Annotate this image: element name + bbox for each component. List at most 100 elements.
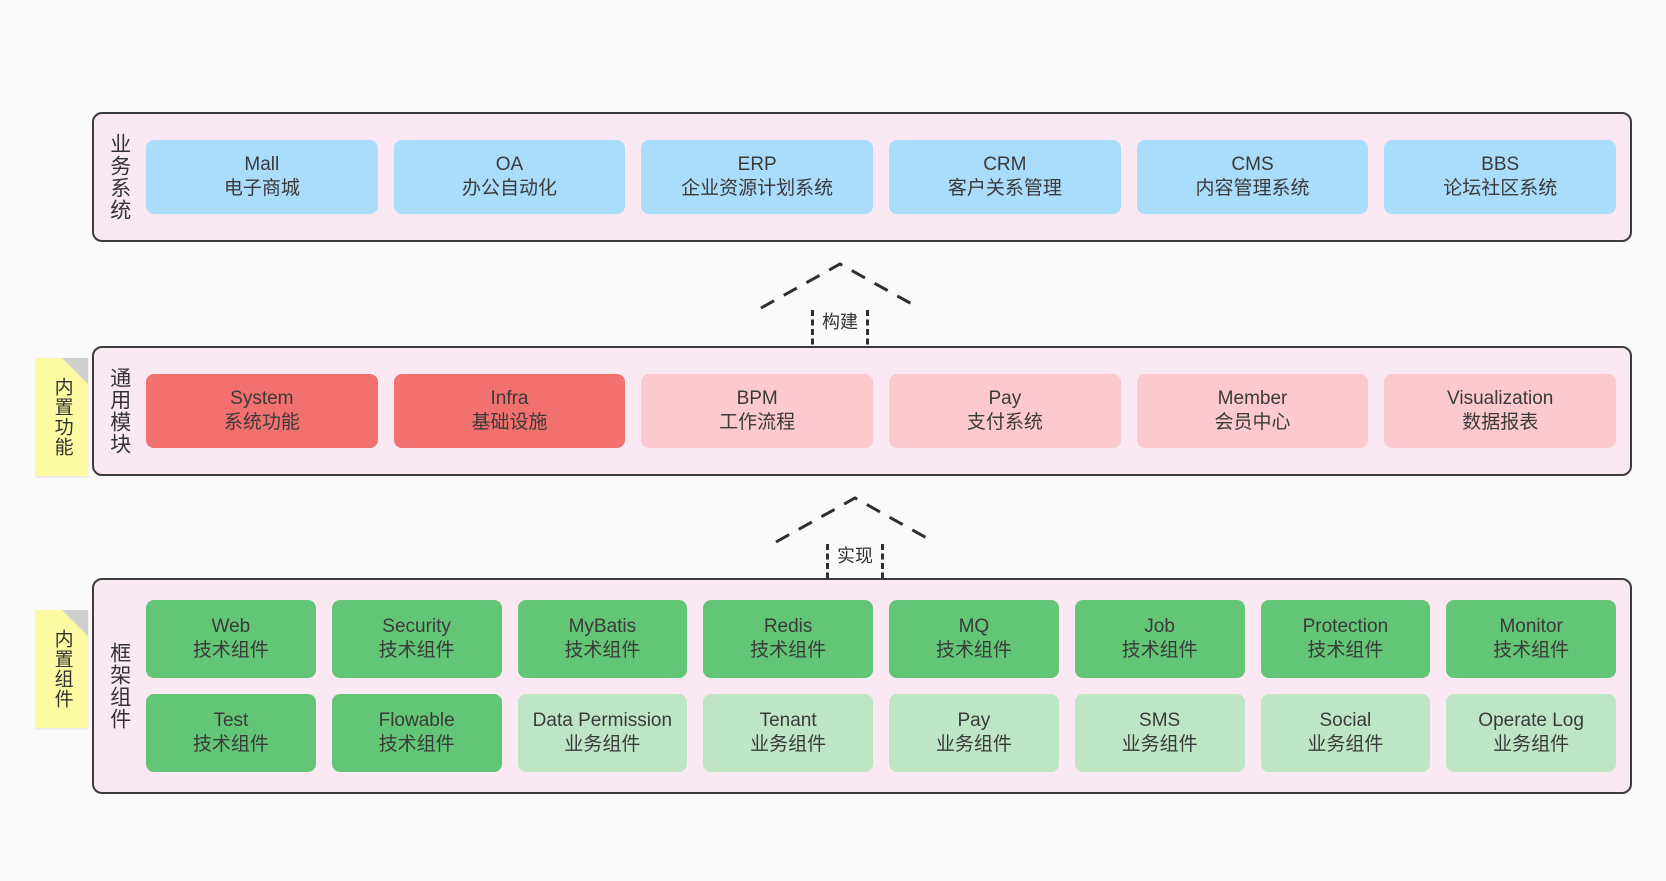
- node-subtitle: 企业资源计划系统: [681, 178, 834, 199]
- node-subtitle: 内容管理系统: [1195, 178, 1310, 199]
- node-name: Redis: [763, 615, 813, 637]
- node-name: Mall: [244, 153, 280, 175]
- node-subtitle: 客户关系管理: [947, 178, 1062, 199]
- connector-build: 构建: [755, 258, 925, 354]
- node-row: Mall 电子商城 OA 办公自动化 ERP 企业资源计划系统 CRM 客户关系…: [146, 140, 1617, 214]
- node-monitor[interactable]: Monitor 技术组件: [1446, 600, 1616, 678]
- node-name: BBS: [1481, 153, 1520, 175]
- layer-title-common-modules: 通用模块: [107, 367, 131, 455]
- node-erp[interactable]: ERP 企业资源计划系统: [641, 140, 874, 214]
- node-name: Flowable: [378, 709, 455, 731]
- node-subtitle: 业务组件: [1121, 734, 1198, 755]
- node-mq[interactable]: MQ 技术组件: [889, 600, 1059, 678]
- node-name: Social: [1319, 709, 1372, 731]
- node-subtitle: 技术组件: [1121, 640, 1198, 661]
- node-subtitle: 办公自动化: [462, 178, 558, 199]
- node-cms[interactable]: CMS 内容管理系统: [1136, 140, 1369, 214]
- node-name: MQ: [958, 615, 990, 637]
- node-mybatis[interactable]: MyBatis 技术组件: [517, 600, 688, 678]
- sticky-note-label: 内置功能: [51, 377, 73, 457]
- node-row: Test 技术组件 Flowable 技术组件 Data Permission …: [146, 694, 1616, 772]
- node-member[interactable]: Member 会员中心: [1136, 374, 1369, 448]
- node-name: Tenant: [759, 709, 817, 731]
- node-subtitle: 技术组件: [1493, 640, 1570, 661]
- node-protection[interactable]: Protection 技术组件: [1260, 600, 1431, 678]
- node-subtitle: 基础设施: [471, 412, 548, 433]
- node-name: CRM: [983, 153, 1027, 175]
- layer-framework-components: 框架组件 Web 技术组件 Security 技术组件 MyBatis 技术组件…: [92, 578, 1632, 794]
- node-system[interactable]: System 系统功能: [146, 374, 378, 448]
- node-pay[interactable]: Pay 支付系统: [889, 374, 1121, 448]
- node-job[interactable]: Job 技术组件: [1074, 600, 1245, 678]
- layer-common-modules: 通用模块 System 系统功能 Infra 基础设施 BPM 工作流程 Pay: [92, 346, 1632, 476]
- node-infra[interactable]: Infra 基础设施: [393, 374, 626, 448]
- node-subtitle: 技术组件: [192, 734, 269, 755]
- node-name: OA: [495, 153, 524, 175]
- node-name: SMS: [1139, 709, 1181, 731]
- node-name: Job: [1144, 615, 1175, 637]
- generalization-arrowhead-icon: [775, 496, 935, 544]
- sticky-note-builtin-components: 内置组件: [36, 610, 88, 728]
- node-flowable[interactable]: Flowable 技术组件: [331, 694, 502, 772]
- node-subtitle: 支付系统: [966, 412, 1043, 433]
- node-name: Pay: [988, 387, 1022, 409]
- node-name: Member: [1217, 387, 1288, 409]
- node-data-permission[interactable]: Data Permission 业务组件: [517, 694, 688, 772]
- node-test[interactable]: Test 技术组件: [146, 694, 316, 772]
- node-subtitle: 技术组件: [378, 734, 455, 755]
- layer-title-framework-components: 框架组件: [107, 642, 131, 730]
- folded-corner-icon: [62, 358, 88, 384]
- node-subtitle: 技术组件: [935, 640, 1012, 661]
- node-name: Monitor: [1499, 615, 1563, 637]
- node-operate-log[interactable]: Operate Log 业务组件: [1446, 694, 1616, 772]
- layer-business-systems: 业务系统 Mall 电子商城 OA 办公自动化 ERP 企业资源计划系统 CRM: [92, 112, 1632, 242]
- node-tenant[interactable]: Tenant 业务组件: [703, 694, 873, 772]
- node-subtitle: 技术组件: [378, 640, 455, 661]
- node-pay-component[interactable]: Pay 业务组件: [889, 694, 1059, 772]
- node-social[interactable]: Social 业务组件: [1260, 694, 1431, 772]
- connector-label: 实现: [835, 542, 875, 568]
- node-subtitle: 业务组件: [750, 734, 827, 755]
- node-web[interactable]: Web 技术组件: [146, 600, 316, 678]
- node-subtitle: 技术组件: [564, 640, 641, 661]
- node-name: Security: [382, 615, 451, 637]
- node-name: BPM: [736, 387, 778, 409]
- connector-implement: 实现: [770, 492, 940, 588]
- node-subtitle: 数据报表: [1462, 412, 1539, 433]
- node-redis[interactable]: Redis 技术组件: [703, 600, 873, 678]
- node-subtitle: 工作流程: [719, 412, 796, 433]
- node-subtitle: 业务组件: [935, 734, 1012, 755]
- node-name: MyBatis: [568, 615, 637, 637]
- folded-corner-icon: [62, 610, 88, 636]
- generalization-arrowhead-icon: [760, 262, 920, 310]
- node-row: System 系统功能 Infra 基础设施 BPM 工作流程 Pay 支付系统…: [146, 374, 1617, 448]
- node-bbs[interactable]: BBS 论坛社区系统: [1384, 140, 1617, 214]
- node-mall[interactable]: Mall 电子商城: [146, 140, 378, 214]
- node-name: Operate Log: [1478, 709, 1584, 731]
- node-name: System: [230, 387, 294, 409]
- connector-label: 构建: [820, 308, 860, 334]
- node-security[interactable]: Security 技术组件: [331, 600, 502, 678]
- node-name: Web: [211, 615, 251, 637]
- node-name: Visualization: [1447, 387, 1554, 409]
- node-subtitle: 技术组件: [192, 640, 269, 661]
- node-subtitle: 业务组件: [1307, 734, 1384, 755]
- layer-body-framework-components: Web 技术组件 Security 技术组件 MyBatis 技术组件 Redi…: [140, 580, 1630, 792]
- sticky-note-label: 内置组件: [51, 629, 73, 709]
- node-name: Test: [213, 709, 249, 731]
- node-subtitle: 论坛社区系统: [1443, 178, 1558, 199]
- node-oa[interactable]: OA 办公自动化: [393, 140, 626, 214]
- node-sms[interactable]: SMS 业务组件: [1074, 694, 1245, 772]
- sticky-note-builtin-features: 内置功能: [36, 358, 88, 476]
- node-subtitle: 技术组件: [750, 640, 827, 661]
- node-subtitle: 业务组件: [1493, 734, 1570, 755]
- layer-title-business-systems: 业务系统: [107, 133, 131, 221]
- node-name: Protection: [1302, 615, 1389, 637]
- node-name: Infra: [490, 387, 529, 409]
- node-crm[interactable]: CRM 客户关系管理: [889, 140, 1121, 214]
- node-bpm[interactable]: BPM 工作流程: [641, 374, 874, 448]
- node-subtitle: 电子商城: [223, 178, 300, 199]
- node-visualization[interactable]: Visualization 数据报表: [1384, 374, 1617, 448]
- node-name: Data Permission: [532, 709, 673, 731]
- node-subtitle: 技术组件: [1307, 640, 1384, 661]
